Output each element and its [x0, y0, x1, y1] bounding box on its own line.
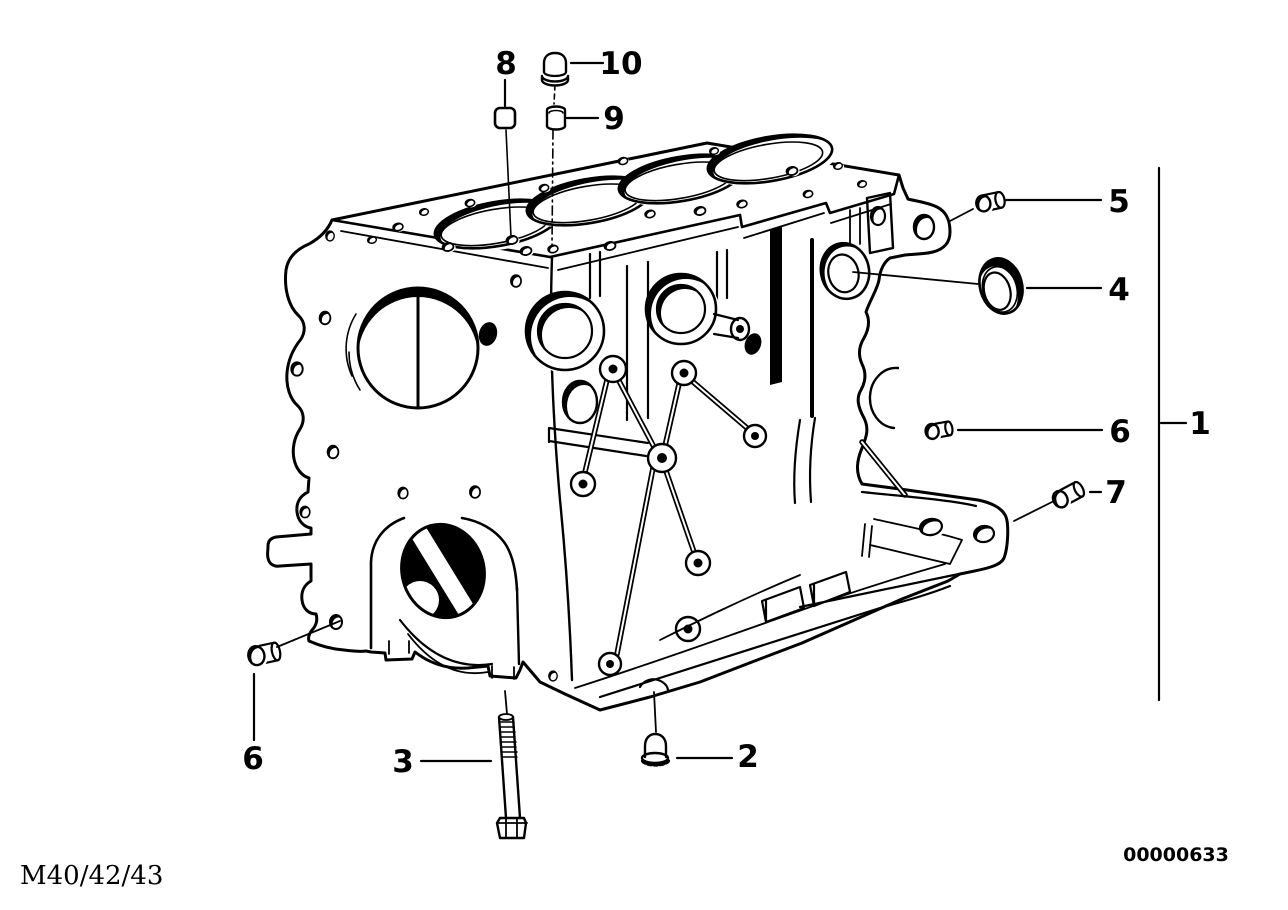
part-3-hex-bolt [495, 713, 528, 840]
crank-bore-housing [369, 516, 521, 680]
callout-2-label[interactable]: 2 [737, 739, 759, 775]
part-6-upper-dowel-pin [924, 420, 954, 441]
part-8-square-dowel [493, 106, 517, 130]
part-10-sealing-cap [540, 51, 570, 87]
callout-10-label[interactable]: 10 [599, 46, 642, 82]
block-silhouette [266, 141, 1010, 712]
front-face [290, 230, 574, 684]
callout-5-label[interactable]: 5 [1108, 184, 1130, 220]
oil-pan-rail [574, 563, 952, 699]
callout-6-lower-label[interactable]: 6 [242, 741, 264, 777]
part-7-dowel-pin [1051, 480, 1086, 509]
part-6-lower-dowel-pin [247, 641, 282, 668]
deck-surface [330, 133, 901, 271]
engine-model-code: M40/42/43 [20, 861, 163, 891]
leader-lines [252, 61, 1188, 763]
part-glyphs [247, 51, 1086, 840]
callout-4-label[interactable]: 4 [1108, 272, 1130, 308]
crankcase-side [524, 191, 937, 677]
document-number: 00000633 [1123, 844, 1229, 866]
part-2-screw-plug [640, 732, 670, 767]
callout-1-label[interactable]: 1 [1189, 406, 1211, 442]
callout-7-label[interactable]: 7 [1105, 475, 1127, 511]
callout-6-upper-label[interactable]: 6 [1109, 414, 1131, 450]
callout-9-label[interactable]: 9 [603, 101, 625, 137]
part-9-cylinder-plug [545, 105, 567, 131]
engine-block-drawing [266, 133, 1010, 712]
callout-3-label[interactable]: 3 [392, 744, 414, 780]
mount-bracket [793, 416, 997, 609]
rib-bosses [569, 354, 768, 677]
callout-labels: 1 2 3 4 5 6 6 7 8 9 10 [242, 46, 1211, 780]
part-4-ring-bushing [978, 257, 1024, 318]
callout-8-label[interactable]: 8 [495, 46, 517, 82]
part-5-dowel-pin [975, 190, 1006, 214]
